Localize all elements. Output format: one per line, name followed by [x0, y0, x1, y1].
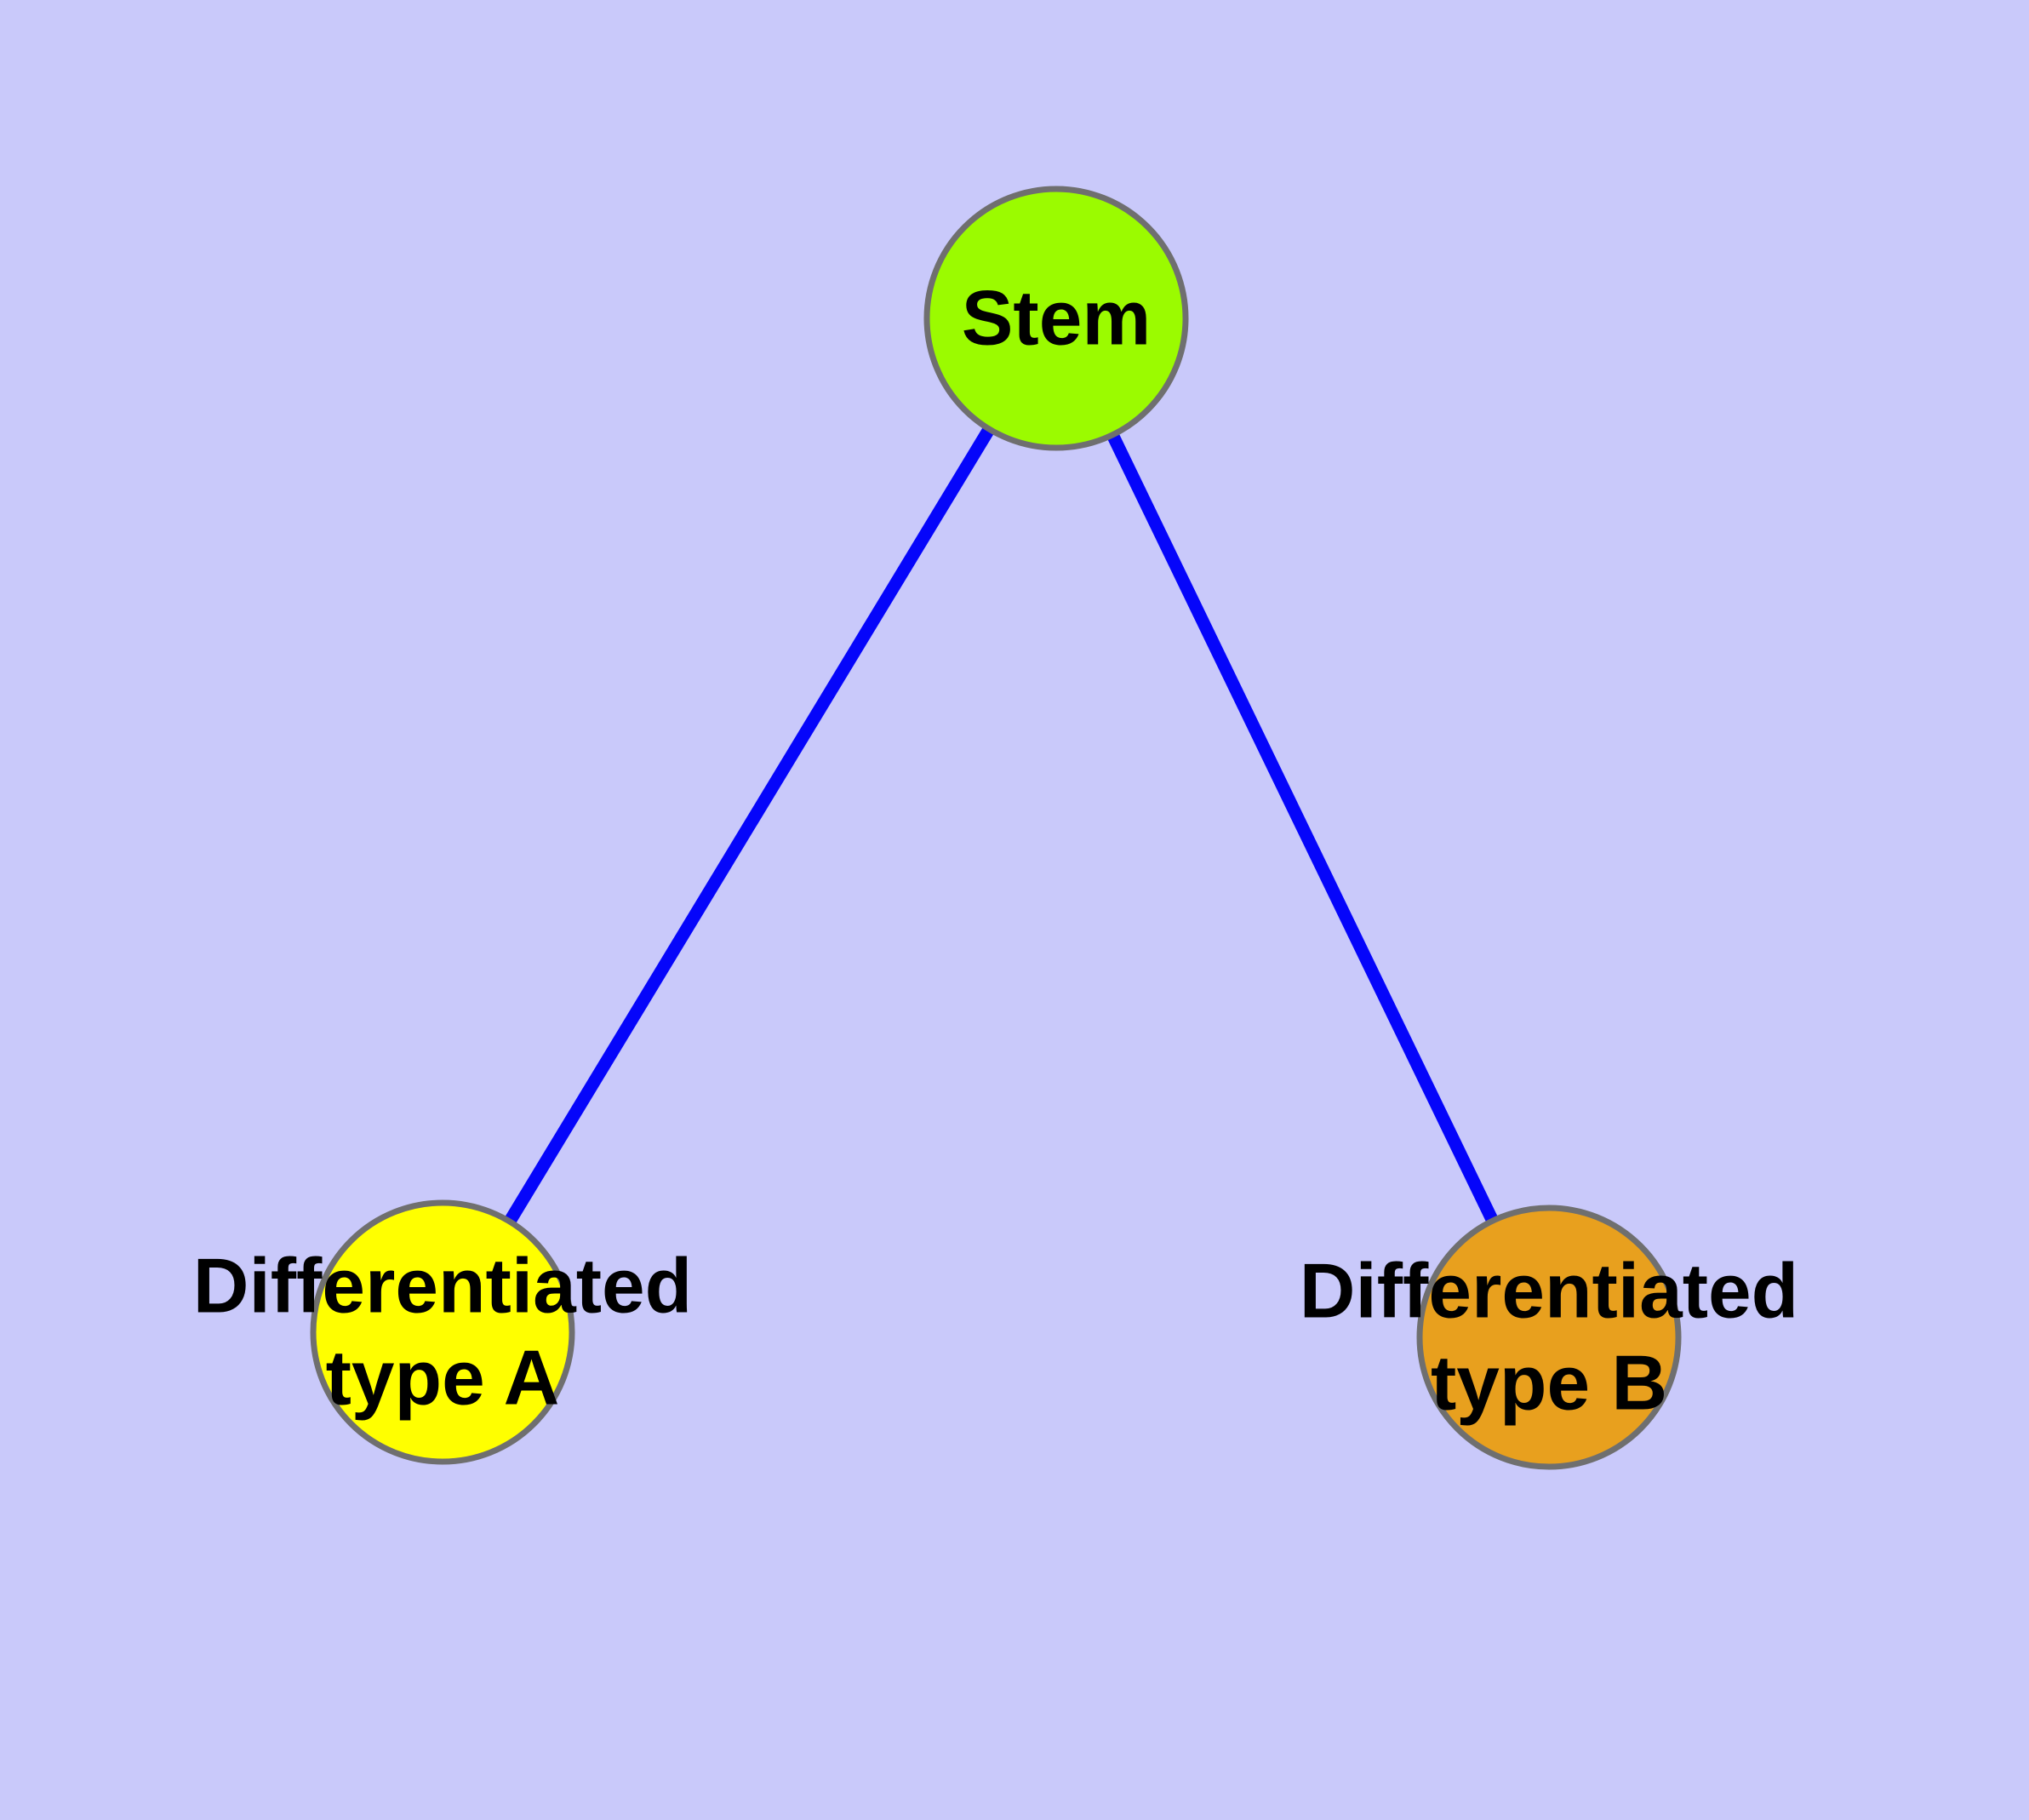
- node-diff-b-circle: [1416, 1205, 1682, 1470]
- nodes-layer: [310, 186, 1682, 1470]
- node-diff-b-label-line-2: type B: [1431, 1341, 1667, 1427]
- node-diff-a-circle: [310, 1199, 575, 1465]
- node-diff-a-label-line-2: type A: [326, 1336, 560, 1422]
- node-diff-a-label-line-1: Differentiated: [193, 1244, 693, 1330]
- node-diff-b-label-line-1: Differentiated: [1300, 1249, 1799, 1335]
- node-stem-label: Stem: [962, 276, 1152, 362]
- node-stem-label-line-1: Stem: [962, 276, 1152, 362]
- edge-stem-diff-a: [437, 315, 1062, 1336]
- node-stem-circle: [923, 186, 1189, 451]
- edges-layer: [437, 315, 1555, 1341]
- edge-stem-diff-b: [1050, 315, 1555, 1341]
